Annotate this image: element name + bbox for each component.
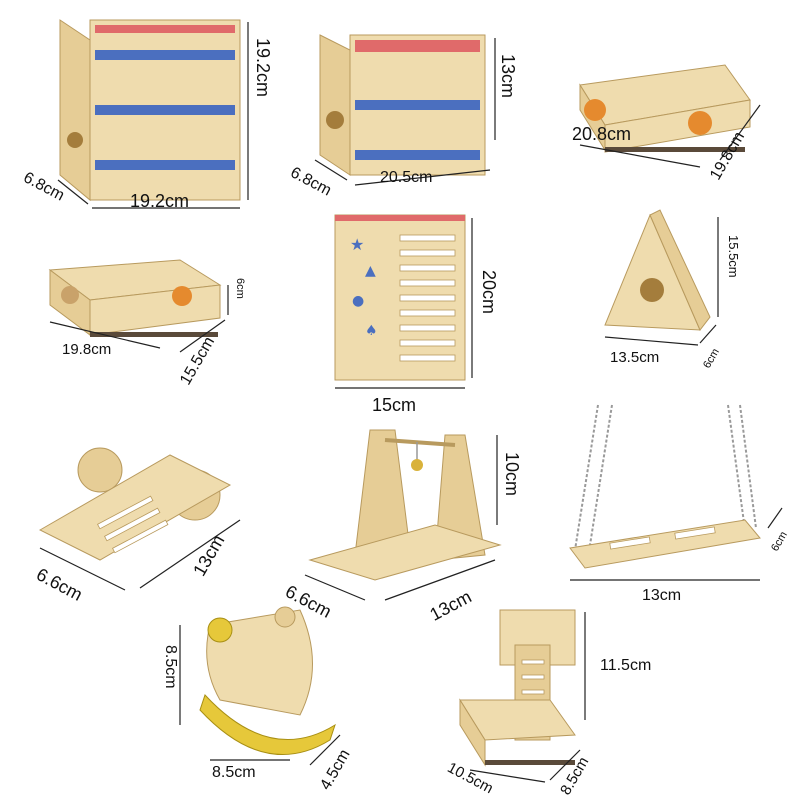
bell-stand-drawing bbox=[304, 429, 502, 601]
two-tier-hideout: 13cm 20.5cm 6.8cm bbox=[285, 20, 535, 200]
large-maze-drawing bbox=[579, 64, 761, 168]
a-frame-house-drawing bbox=[604, 209, 719, 346]
hanging-swing: 13cm 6cm bbox=[560, 400, 795, 610]
height-label: 8.5cm bbox=[162, 645, 179, 689]
width-label: 19.8cm bbox=[62, 341, 112, 358]
width-label: 13.5cm bbox=[610, 349, 660, 366]
height-label: 19.2cm bbox=[253, 38, 273, 98]
three-tier-hideout: 19.2cm 19.2cm 6.8cm bbox=[20, 10, 280, 220]
height-label: 13cm bbox=[498, 54, 518, 99]
a-frame-house: 15.5cm 13.5cm 6cm bbox=[590, 205, 790, 385]
seesaw: 6.6cm 13cm bbox=[30, 430, 270, 610]
rocking-boat: 8.5cm 8.5cm 4.5cm bbox=[150, 605, 380, 795]
length-label: 13cm bbox=[642, 587, 682, 604]
height-label: 10cm bbox=[502, 452, 522, 497]
small-maze: 19.8cm 15.5cm 6cm bbox=[40, 250, 260, 390]
width-label: 20.5cm bbox=[380, 169, 433, 186]
width-label: 8.5cm bbox=[212, 764, 256, 781]
height-label: 11.5cm bbox=[600, 657, 652, 674]
wall-slots bbox=[399, 234, 456, 362]
svg-text:♠: ♠ bbox=[365, 323, 378, 339]
climbing-wall-drawing: ★ ▲ ● ♠ bbox=[334, 214, 473, 389]
width-label: 19.2cm bbox=[130, 191, 190, 211]
bell-stand: 10cm 6.6cm 13cm bbox=[282, 420, 525, 625]
svg-text:★: ★ bbox=[350, 235, 364, 254]
height-label: 15.5cm bbox=[726, 235, 741, 278]
climbing-wall: ★ ▲ ● ♠ 20cm 15cm bbox=[320, 210, 510, 420]
three-tier-hideout-drawing bbox=[57, 19, 249, 209]
height-label: 6cm bbox=[234, 278, 246, 299]
small-maze-drawing bbox=[48, 259, 229, 353]
width-label: 20.8cm bbox=[572, 124, 632, 144]
large-maze: 20.8cm 19.8cm bbox=[560, 55, 790, 205]
two-tier-hideout-drawing bbox=[314, 34, 496, 186]
ladder-platform: 11.5cm 10.5cm 8.5cm bbox=[440, 600, 710, 798]
seesaw-drawing bbox=[38, 447, 241, 591]
height-label: 20cm bbox=[479, 270, 499, 315]
svg-text:●: ● bbox=[352, 293, 364, 309]
width-label: 15cm bbox=[372, 395, 417, 415]
rocking-boat-drawing bbox=[179, 606, 341, 766]
svg-text:▲: ▲ bbox=[365, 263, 376, 279]
ladder-platform-drawing bbox=[459, 609, 586, 783]
hanging-swing-drawing bbox=[569, 404, 783, 581]
